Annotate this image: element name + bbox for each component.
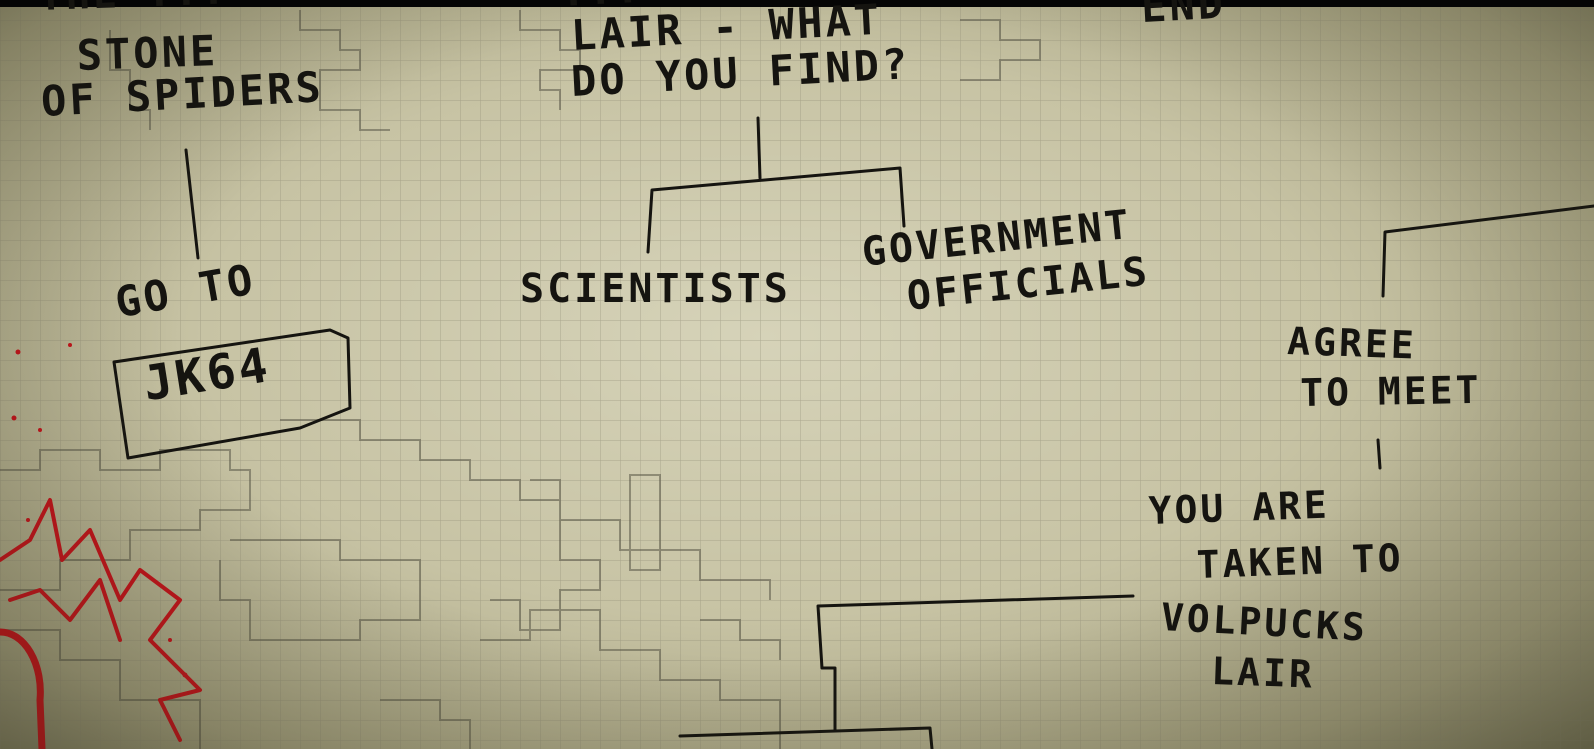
note-taken-line-4: LAIR <box>1210 649 1316 697</box>
note-taken-line-1: YOU ARE <box>1147 482 1331 533</box>
note-agree-line-1: AGREE <box>1286 319 1418 368</box>
connector-agree-branch <box>1381 204 1594 298</box>
connector-stone-to-goto <box>184 148 200 260</box>
connector-lair-stem <box>756 116 762 180</box>
red-ink-scribble <box>0 343 202 749</box>
connector-agree-to-taken <box>1376 438 1382 470</box>
note-top-right-cutoff: END <box>1139 0 1228 32</box>
connector-bottom-center <box>816 594 1135 732</box>
top-black-border <box>0 0 1594 7</box>
note-scientists: SCIENTISTS <box>520 266 791 312</box>
pencil-map-outline <box>0 10 1041 749</box>
jk64-box <box>112 328 352 460</box>
connector-lair-branch <box>646 166 906 254</box>
note-agree-line-2: TO MEET <box>1299 367 1482 415</box>
note-taken-line-2: TAKEN TO <box>1195 535 1405 587</box>
connector-bottom-box <box>678 726 934 749</box>
ink-connector-lines <box>112 116 1594 749</box>
